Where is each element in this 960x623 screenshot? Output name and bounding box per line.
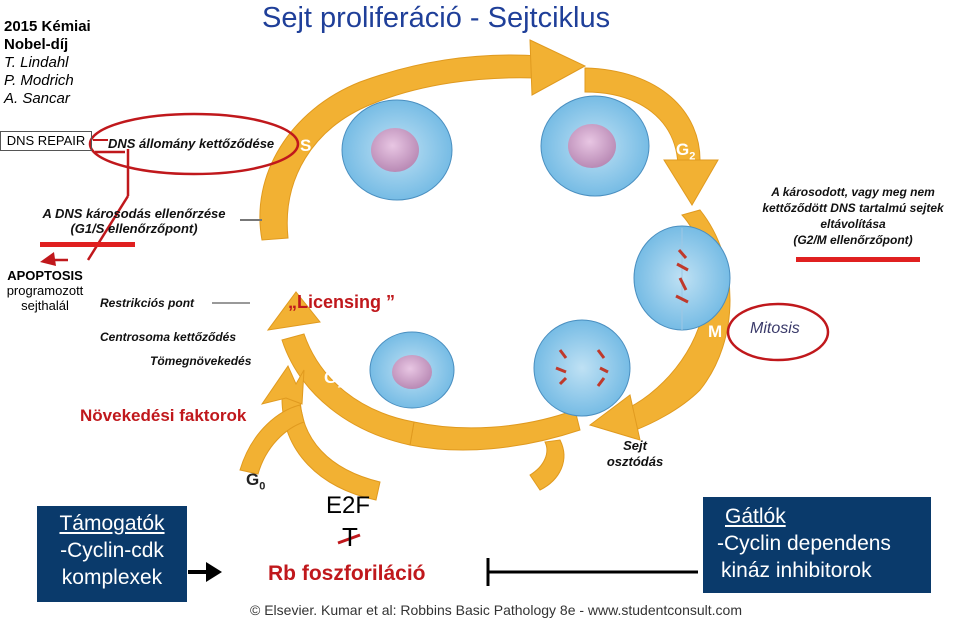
inhibitors-line1: Gátlók [725, 505, 786, 528]
mass-growth-label: Tömegnövekedés [150, 354, 252, 368]
checkpoint-g2m-line3: eltávolítása [820, 217, 886, 231]
nobel-line2: Nobel-díj [4, 36, 69, 53]
centrosome-label: Centrosoma kettőződés [100, 330, 237, 344]
apoptosis-line1: APOPTOSIS [7, 268, 83, 283]
phase-g0-letter: G [246, 470, 260, 489]
apoptosis-arrow-head [40, 252, 56, 266]
cycle-arrows [239, 39, 731, 501]
supporters-line2: -Cyclin-cdk [60, 539, 164, 562]
red-bar-g1s [40, 242, 135, 247]
cell-division-line2: osztódás [606, 454, 664, 469]
source-credit: © Elsevier. Kumar et al: Robbins Basic P… [250, 602, 742, 618]
cell-g2-phase [540, 95, 650, 197]
growth-arrow [260, 364, 305, 405]
inhibitors-line3: kináz inhibitorok [721, 559, 872, 582]
nobel-name2: P. Modrich [4, 72, 74, 89]
phase-g0-sub: 0 [259, 480, 266, 493]
supporters-line3: komplexek [61, 566, 163, 589]
phase-g2: G2 [676, 140, 695, 162]
licensing-label: „Licensing ” [288, 292, 396, 312]
nobel-name1: T. Lindahl [4, 54, 69, 71]
phase-g2-letter: G [676, 140, 690, 159]
checkpoint-g2m-line2: kettőződött DNS tartalmú sejtek [762, 201, 944, 215]
cell-division-label: Sejt osztódás [600, 438, 670, 470]
growth-factors-label: Növekedési faktorok [80, 406, 247, 425]
apoptosis-line3: sejthalál [21, 298, 69, 313]
cell-s-phase [341, 99, 453, 201]
supporters-line1: Támogatók [59, 512, 165, 535]
phase-g2-sub: 2 [689, 150, 696, 163]
cell-anaphase [533, 319, 631, 417]
mitosis-label: Mitosis [750, 320, 800, 337]
mitosis-oval [726, 302, 830, 362]
phase-g1: G1 [324, 368, 343, 390]
phase-g1-sub: 1 [337, 378, 344, 391]
checkpoint-g2m-line4: (G2/M ellenőrzőpont) [793, 233, 913, 247]
e2f-label: E2F [326, 492, 371, 519]
cell-g1-phase [369, 331, 455, 409]
inhibitors-line2: -Cyclin dependens [717, 532, 891, 555]
checkpoint-g1s: A DNS károsodás ellenőrzése (G1/S ellenő… [24, 206, 244, 236]
dna-duplication-label: DNS állomány kettőződése [108, 136, 275, 151]
phase-s: S [300, 136, 312, 155]
checkpoint-g2m: A károsodott, vagy meg nem kettőződött D… [748, 184, 958, 248]
dna-duplication-oval [88, 112, 300, 176]
phase-g1-letter: G [324, 368, 338, 387]
dna-repair-label: DNS REPAIR [0, 131, 92, 151]
checkpoint-g2m-line1: A károsodott, vagy meg nem [771, 185, 935, 199]
phase-g0: G0 [246, 470, 265, 492]
checkpoint-g1s-line1: A DNS károsodás ellenőrzése [42, 206, 226, 221]
inhibitors-box: Gátlók -Cyclin dependens kináz inhibitor… [703, 497, 931, 593]
checkpoint-g1s-line2: (G1/S ellenőrzőpont) [70, 221, 198, 236]
phase-m: M [708, 322, 723, 341]
page-title: Sejt proliferáció - Sejtciklus [262, 2, 611, 34]
nobel-info: 2015 Kémiai Nobel-díj T. Lindahl P. Modr… [4, 18, 124, 108]
inhibit-symbol: T [342, 522, 358, 552]
supporters-box: Támogatók -Cyclin-cdk komplexek [37, 506, 187, 602]
rb-phosphorylation-label: Rb foszforiláció [268, 562, 426, 585]
red-bar-g2m [796, 257, 920, 262]
cell-division-line1: Sejt [623, 438, 647, 453]
cell-metaphase [633, 225, 731, 331]
apoptosis-block: APOPTOSIS programozott sejthalál [0, 268, 90, 313]
apoptosis-line2: programozott [6, 283, 84, 298]
restriction-point-label: Restrikciós pont [100, 296, 195, 310]
nobel-name3: A. Sancar [4, 90, 70, 107]
nobel-line1: 2015 Kémiai [4, 18, 91, 35]
